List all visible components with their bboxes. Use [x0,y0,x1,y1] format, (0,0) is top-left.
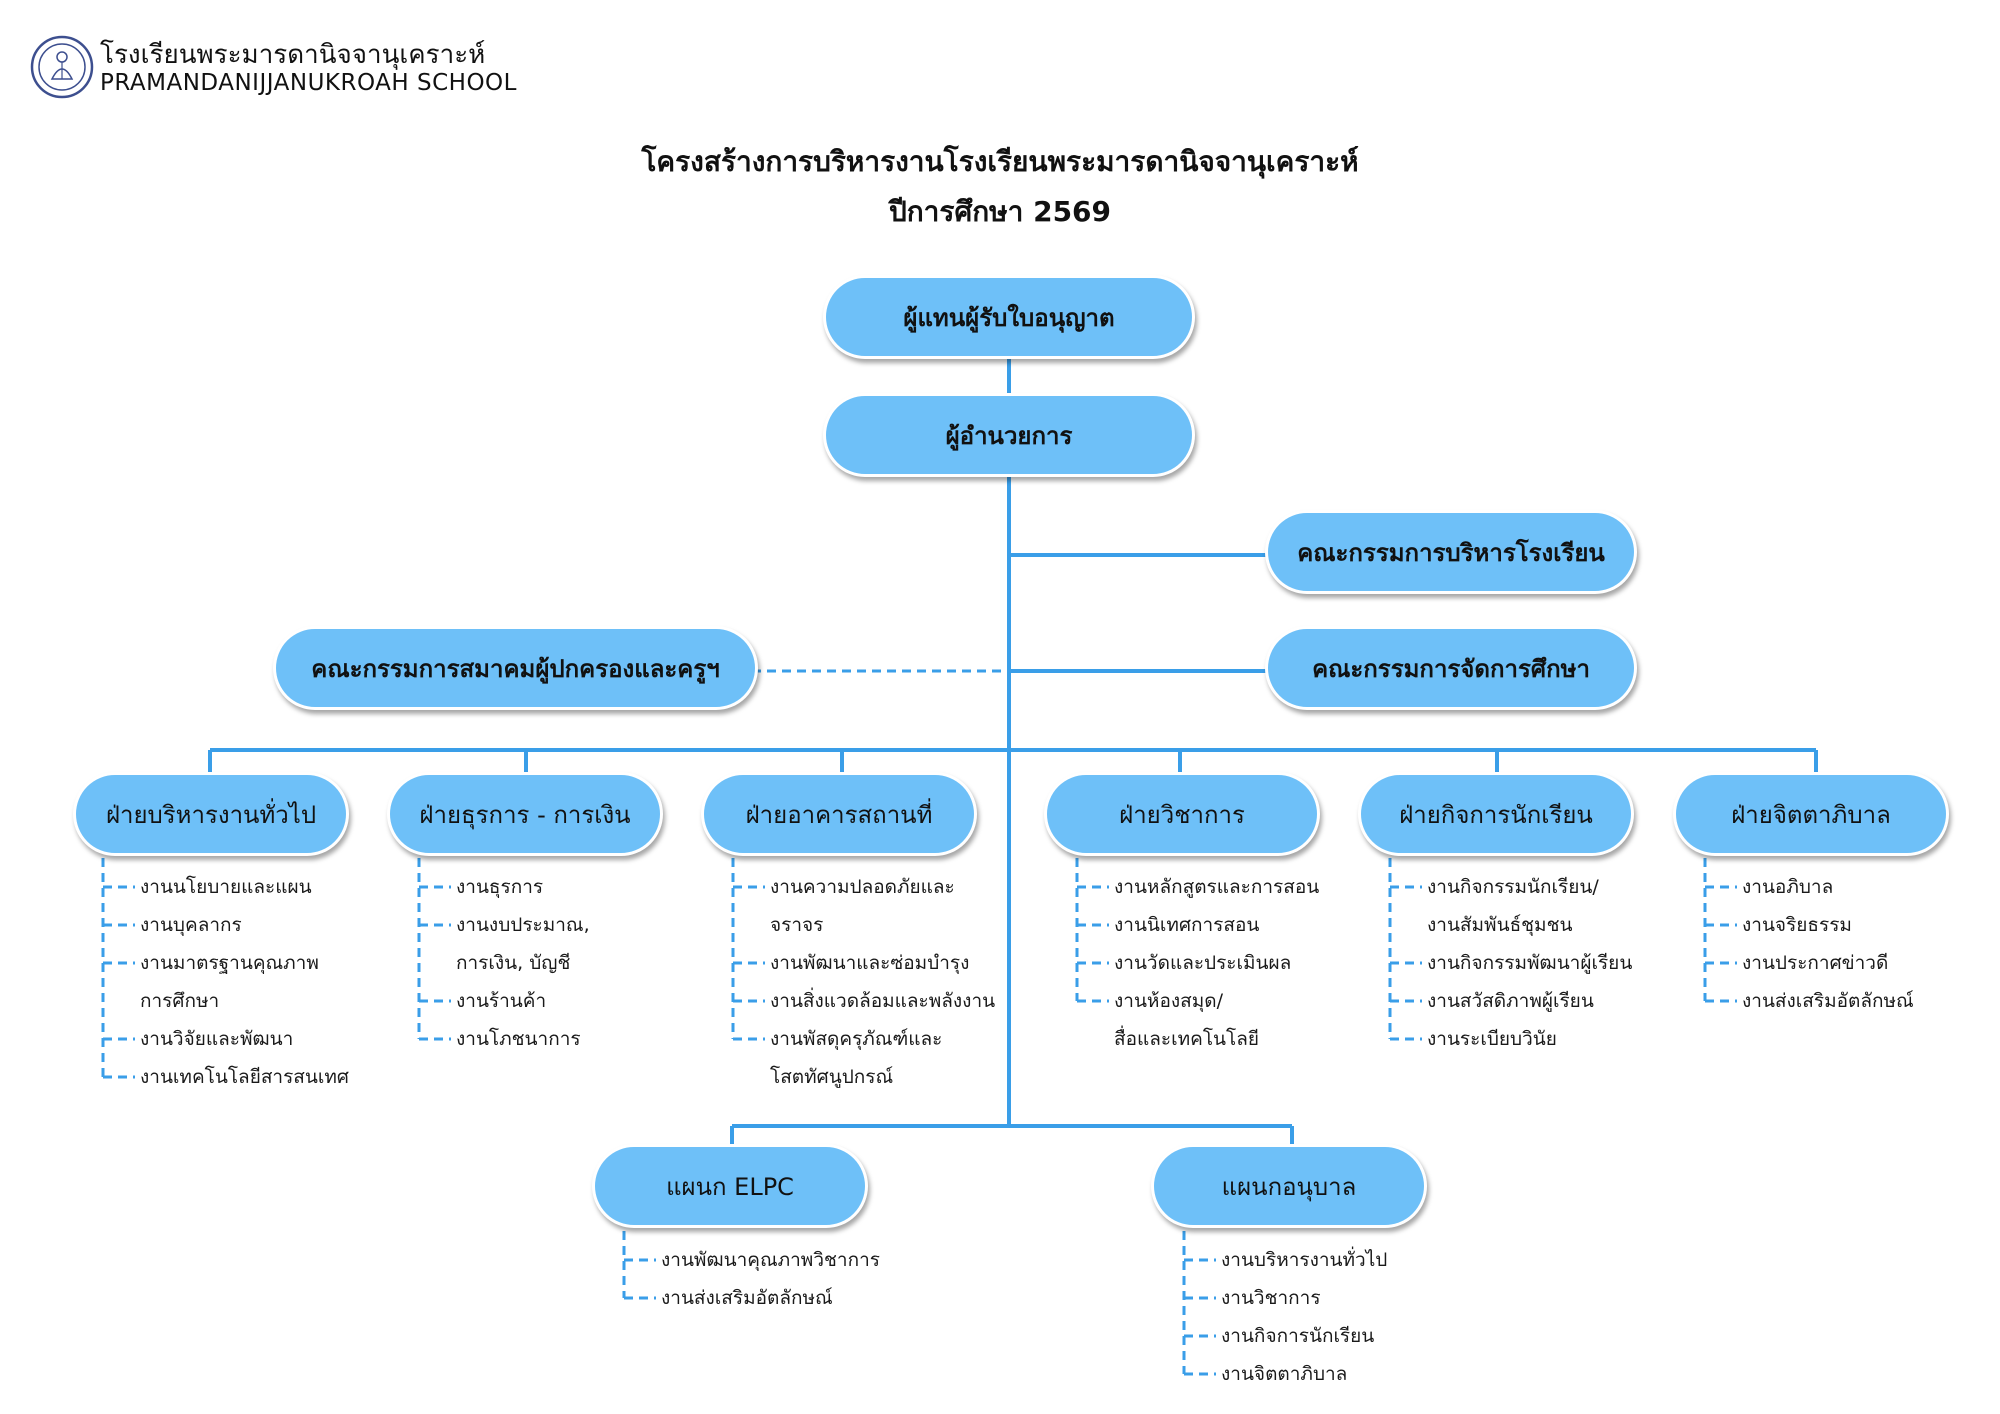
task-item: งานบุคลากร [140,914,242,936]
task-item: งานระเบียบวินัย [1427,1028,1557,1050]
task-item: งานวิจัยและพัฒนา [140,1028,294,1050]
task-item: งานประกาศข่าวดี [1742,952,1889,974]
task-item-continuation: การเงิน, บัญชี [456,952,571,974]
task-item: งานจิตตาภิบาล [1221,1363,1348,1385]
department-box: ฝ่ายอาคารสถานที่ [701,772,977,856]
school-logo [30,35,94,99]
department-box: ฝ่ายวิชาการ [1044,772,1320,856]
department-box: ฝ่ายจิตตาภิบาล [1673,772,1949,856]
task-item: งานนโยบายและแผน [140,876,312,898]
task-item: งานพัสดุครุภัณฑ์และ [770,1028,943,1050]
parents-committee-box: คณะกรรมการสมาคมผู้ปกครองและครูฯ [273,626,758,710]
task-item-continuation: งานสัมพันธ์ชุมชน [1427,914,1573,936]
task-item: งานสวัสดิภาพผู้เรียน [1427,990,1594,1012]
task-item-continuation: การศึกษา [140,990,220,1012]
task-item: งานความปลอดภัยและ [770,876,955,898]
task-item: งานสิ่งแวดล้อมและพลังงาน [770,990,996,1012]
task-item: งานโภชนาการ [456,1028,581,1050]
section-box: แผนก ELPC [592,1144,868,1228]
task-item: งานมาตรฐานคุณภาพ [140,952,319,974]
task-item: งานส่งเสริมอัตลักษณ์ [661,1287,833,1309]
director-box: ผู้อำนวยการ [823,393,1195,477]
task-item: งานหลักสูตรและการสอน [1114,876,1320,898]
department-box: ฝ่ายบริหารงานทั่วไป [73,772,349,856]
school-admin-committee-box: คณะกรรมการบริหารโรงเรียน [1265,510,1637,594]
task-item-continuation: จราจร [770,914,824,936]
task-item: งานพัฒนาและซ่อมบำรุง [770,952,970,974]
task-item: งานงบประมาณ, [456,914,590,936]
task-item: งานกิจกรรมนักเรียน/ [1427,876,1599,898]
chart-subtitle: ปีการศึกษา 2569 [888,195,1112,228]
task-item: งานส่งเสริมอัตลักษณ์ [1742,990,1914,1012]
chart-title: โครงสร้างการบริหารงานโรงเรียนพระมารดานิจ… [641,145,1359,178]
licensee-box: ผู้แทนผู้รับใบอนุญาต [823,275,1195,359]
task-item: งานวิชาการ [1221,1287,1321,1309]
task-item: งานธุรการ [456,876,544,898]
task-item: งานบริหารงานทั่วไป [1221,1249,1388,1271]
task-item: งานจริยธรรม [1742,914,1852,936]
task-item: งานอภิบาล [1742,876,1834,898]
section-box: แผนกอนุบาล [1151,1144,1427,1228]
task-item-continuation: โสตทัศนูปกรณ์ [770,1066,894,1088]
school-name-en: PRAMANDANIJJANUKROAH SCHOOL [100,70,517,96]
task-item: งานนิเทศการสอน [1114,914,1260,936]
department-box: ฝ่ายกิจการนักเรียน [1358,772,1634,856]
task-item: งานพัฒนาคุณภาพวิชาการ [661,1249,880,1271]
task-item: งานกิจกรรมพัฒนาผู้เรียน [1427,952,1633,974]
task-item-continuation: สื่อและเทคโนโลยี [1114,1028,1260,1050]
task-item: งานห้องสมุด/ [1114,990,1224,1012]
department-box: ฝ่ายธุรการ - การเงิน [387,772,663,856]
education-committee-box: คณะกรรมการจัดการศึกษา [1265,626,1637,710]
school-name-th: โรงเรียนพระมารดานิจจานุเคราะห์ [100,40,486,70]
task-item: งานเทคโนโลยีสารสนเทศ [140,1066,349,1088]
task-item: งานร้านค้า [456,990,547,1012]
task-item: งานวัดและประเมินผล [1114,952,1292,974]
task-item: งานกิจการนักเรียน [1221,1325,1375,1347]
